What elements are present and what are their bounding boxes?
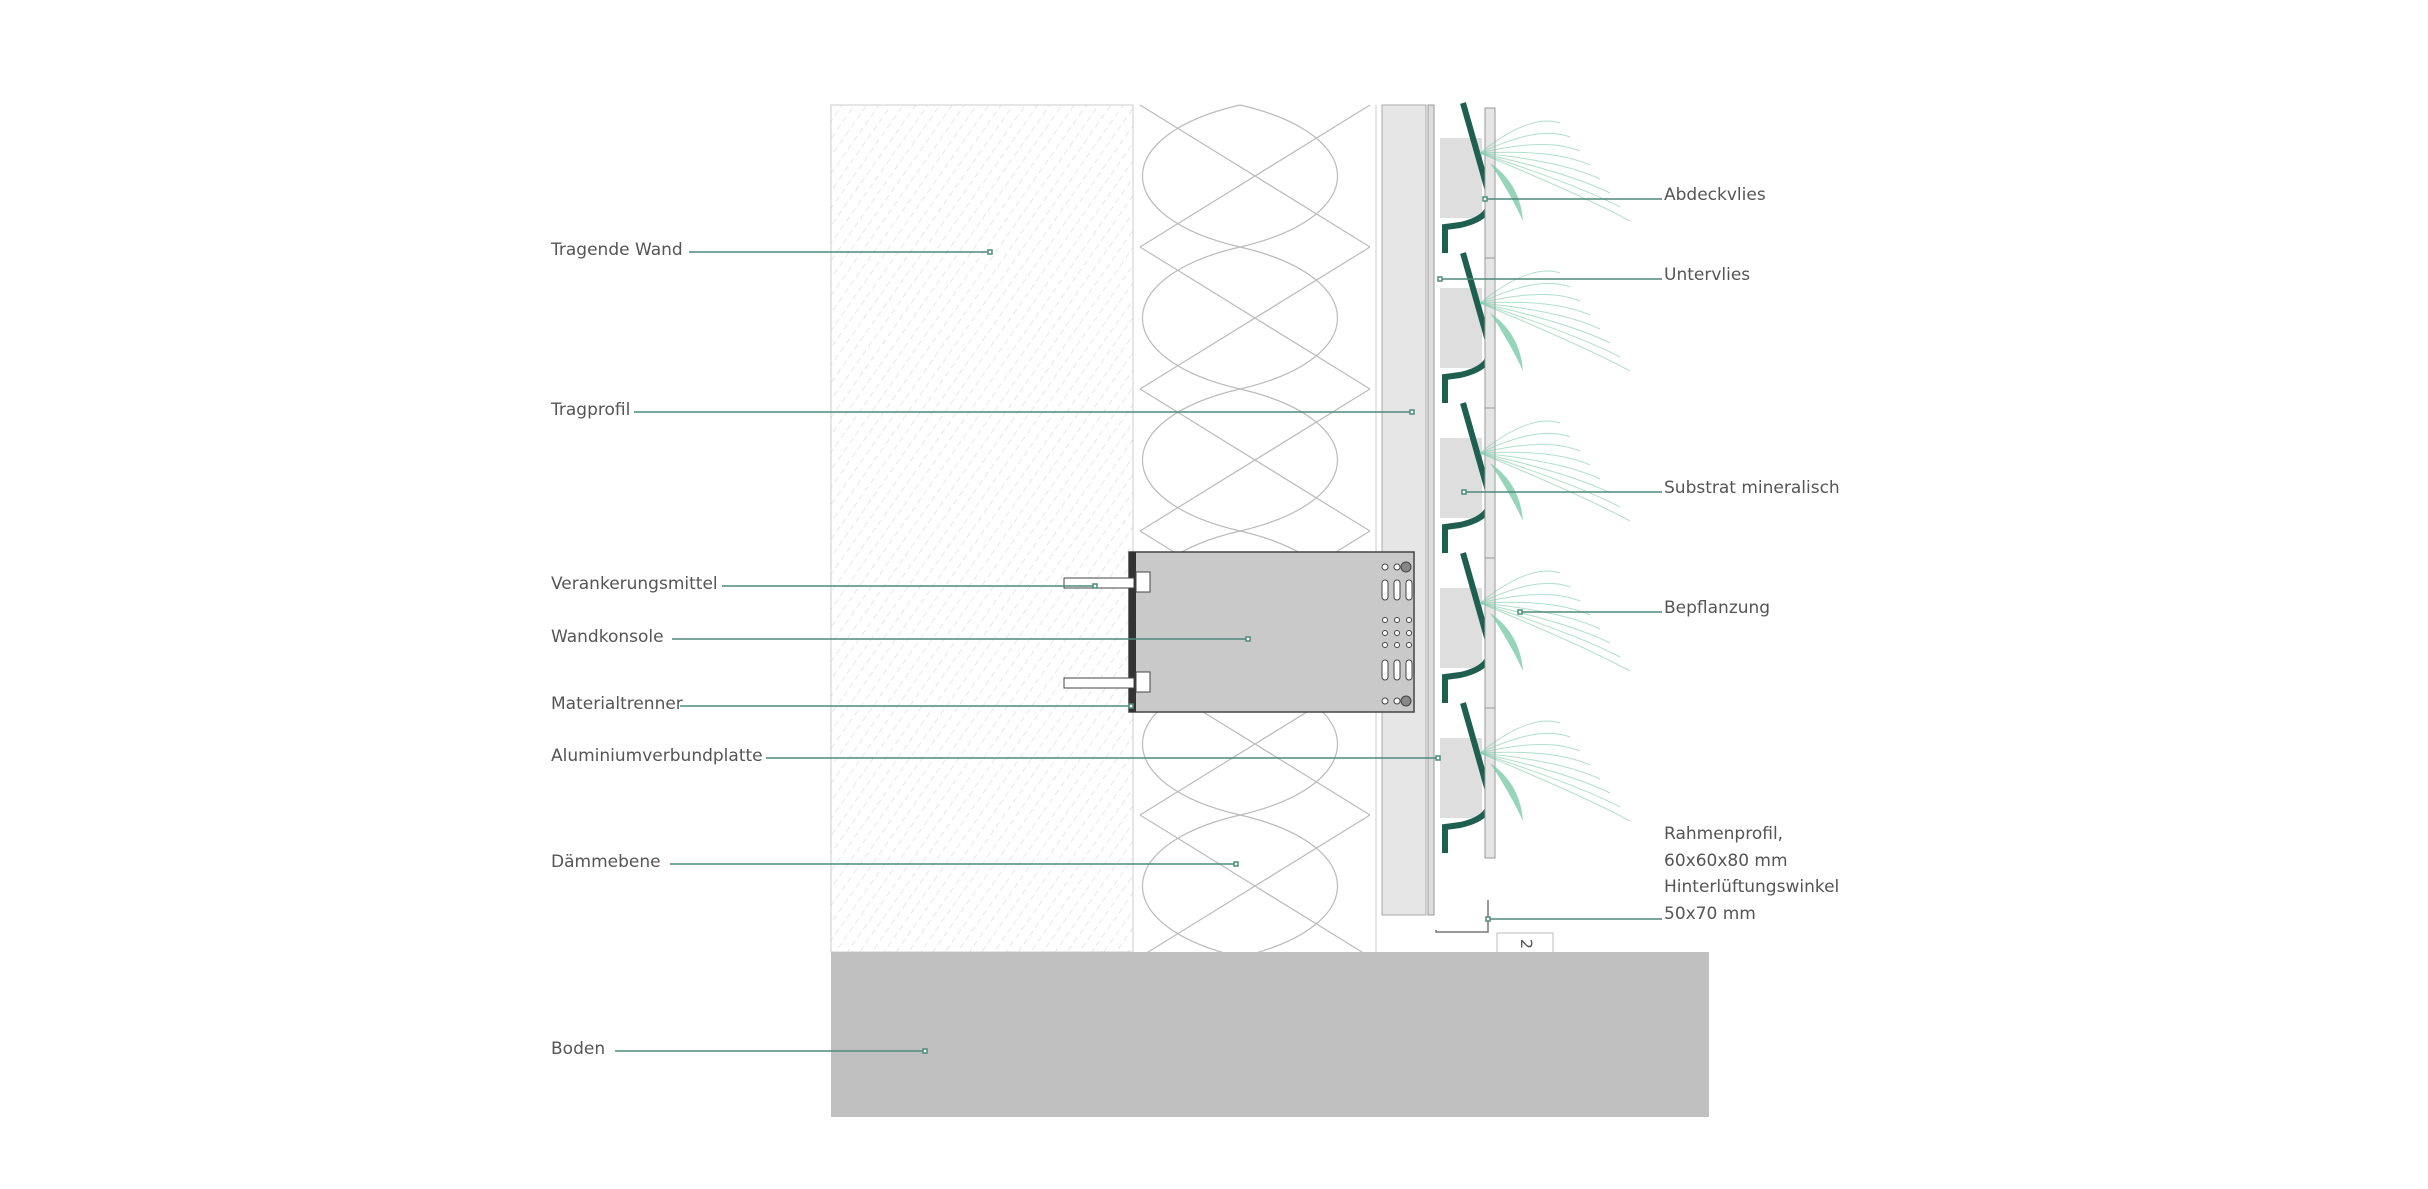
detail-marker: 2 [1517,939,1536,949]
label-left-7: Boden [551,1039,606,1059]
label-left-4: Materialtrenner [551,694,683,714]
plant-modules [1440,102,1631,859]
label-left-2: Verankerungsmittel [551,574,718,594]
anchor-bolts [1063,571,1151,693]
label-left-5: Aluminiumverbundplatte [551,746,763,766]
load-bearing-wall [830,104,1134,953]
label-left-3: Wandkonsole [551,627,664,647]
label-right-2: Substrat mineralisch [1664,478,1840,498]
frame-profile [1435,900,1489,933]
label-right-7: 50x70 mm [1664,904,1756,924]
label-right-0: Abdeckvlies [1664,185,1766,205]
label-left-1: Tragprofil [551,400,631,420]
wall-bracket [1128,551,1415,713]
label-right-1: Untervlies [1664,265,1751,285]
label-left-0: Tragende Wand [551,240,683,260]
label-right-5: 60x60x80 mm [1664,851,1788,871]
insulation-layer [1139,104,1371,958]
floor [831,952,1709,1117]
label-right-6: Hinterlüftungswinkel [1664,877,1840,897]
label-right-3: Bepflanzung [1664,598,1771,618]
label-left-6: Dämmebene [551,852,661,872]
support-profile [1381,104,1427,916]
label-right-4: Rahmenprofil, [1664,824,1784,844]
